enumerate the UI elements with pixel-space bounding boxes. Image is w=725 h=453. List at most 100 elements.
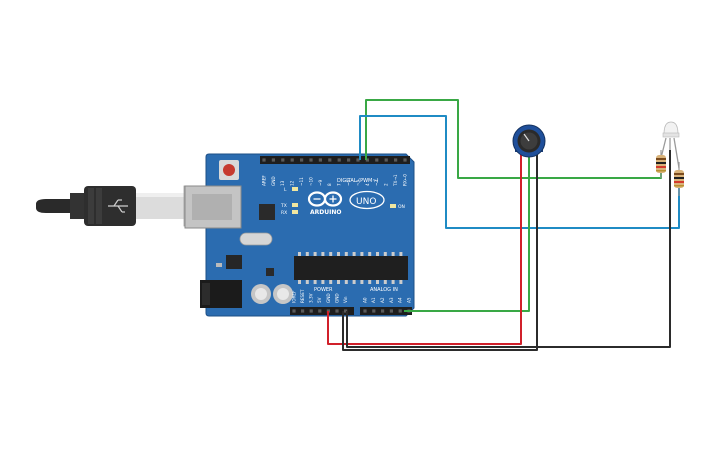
- pin-hole[interactable]: [309, 309, 313, 313]
- pin-hole[interactable]: [372, 309, 376, 313]
- pin-label: GND: [271, 176, 276, 186]
- potentiometer[interactable]: [512, 124, 546, 158]
- pin-hole[interactable]: [344, 309, 348, 313]
- regulator: [226, 255, 242, 269]
- led-on: [390, 204, 396, 208]
- pin-hole[interactable]: [375, 158, 379, 162]
- chip-leg: [383, 252, 387, 256]
- chip-leg: [376, 280, 379, 284]
- chip-leg: [399, 252, 403, 256]
- pin-hole[interactable]: [347, 158, 351, 162]
- chip-leg: [321, 252, 325, 256]
- pin-label: Vin: [343, 296, 348, 303]
- resistor-2[interactable]: [674, 162, 684, 196]
- chip-leg: [337, 252, 340, 256]
- pin-hole[interactable]: [318, 309, 322, 313]
- pin-label: A3: [389, 297, 394, 303]
- pin-hole[interactable]: [292, 309, 296, 313]
- chip-leg: [360, 280, 364, 284]
- chip-leg: [391, 252, 395, 256]
- pin-label: ~9: [318, 179, 323, 186]
- chip-leg: [313, 280, 317, 284]
- pin-hole[interactable]: [262, 158, 266, 162]
- chip-leg: [305, 280, 309, 284]
- pin-hole[interactable]: [381, 309, 385, 313]
- chip-leg: [337, 280, 340, 284]
- pin-hole[interactable]: [309, 158, 313, 162]
- pin-hole[interactable]: [300, 158, 304, 162]
- chip-leg: [383, 280, 387, 284]
- led-rx: [292, 210, 298, 214]
- pin-label: 8: [327, 183, 332, 186]
- pin-hole[interactable]: [365, 158, 369, 162]
- pin-label: A1: [371, 297, 376, 303]
- led-l: [292, 187, 298, 191]
- wire-green-a0[interactable]: [404, 150, 530, 312]
- pin-label: AREF: [261, 175, 266, 186]
- chip-leg: [329, 280, 333, 284]
- pin-label: TX→1: [393, 174, 398, 187]
- pin-hole[interactable]: [356, 158, 360, 162]
- pin-label: 3.3V: [309, 293, 314, 303]
- chip-leg: [344, 252, 348, 256]
- chip-leg: [305, 252, 309, 256]
- wire-black-gnd[interactable]: [342, 150, 538, 351]
- power-label: POWER: [314, 287, 333, 293]
- pin-hole[interactable]: [403, 158, 407, 162]
- pin-label: 5V: [317, 297, 322, 303]
- pin-label: ~10: [308, 177, 313, 186]
- pin-hole[interactable]: [335, 309, 339, 313]
- led-on-label: ON: [398, 204, 405, 210]
- capacitor-2: [273, 284, 293, 304]
- analog-label: ANALOG IN: [370, 287, 398, 293]
- digital-header-label: DIGITAL (PWM~): [337, 178, 379, 184]
- wire-black-led[interactable]: [346, 150, 671, 348]
- pin-hole[interactable]: [384, 158, 388, 162]
- arduino-logo-icon: [307, 191, 343, 207]
- pin-hole[interactable]: [328, 158, 332, 162]
- pin-hole[interactable]: [281, 158, 285, 162]
- pin-label: A5: [406, 297, 411, 303]
- wire-blue-pin10[interactable]: [359, 115, 680, 229]
- chip-leg: [298, 252, 301, 256]
- brand-text: ARDUINO: [310, 209, 341, 216]
- pin-label: GND: [334, 293, 339, 303]
- pin-hole[interactable]: [337, 158, 341, 162]
- pin-label: GND: [326, 293, 331, 303]
- led-rx-label: RX: [281, 210, 287, 216]
- pin-hole[interactable]: [363, 309, 367, 313]
- resistor-1[interactable]: [656, 150, 666, 178]
- pin-label: ~5: [355, 179, 360, 186]
- pin-hole[interactable]: [301, 309, 305, 313]
- chip-leg: [321, 280, 325, 284]
- digital-header: [260, 156, 410, 164]
- pin-hole[interactable]: [389, 309, 393, 313]
- reset-button[interactable]: [219, 160, 239, 180]
- chip-leg: [352, 280, 356, 284]
- led-clear[interactable]: [660, 121, 680, 169]
- pin-hole[interactable]: [394, 158, 398, 162]
- pin-hole[interactable]: [271, 158, 275, 162]
- pin-label: 4: [365, 183, 370, 186]
- capacitor-1: [251, 284, 271, 304]
- crystal: [239, 232, 273, 246]
- led-tx: [292, 203, 298, 207]
- pin-label: ~6: [346, 179, 351, 186]
- wire-red-5v[interactable]: [327, 150, 522, 345]
- pin-hole[interactable]: [398, 309, 402, 313]
- knob-indicator: [523, 133, 530, 142]
- model-text: UNO: [356, 197, 376, 207]
- pin-hole[interactable]: [290, 158, 294, 162]
- usb-chip: [259, 204, 275, 220]
- model-badge: UNO: [349, 190, 385, 210]
- pin-label: 2: [384, 183, 389, 186]
- chip-leg: [368, 280, 372, 284]
- chip-leg: [391, 280, 395, 284]
- pin-hole[interactable]: [318, 158, 322, 162]
- led-tx-label: TX: [280, 203, 287, 209]
- chip-leg: [360, 252, 364, 256]
- pin-label: 12: [290, 180, 295, 186]
